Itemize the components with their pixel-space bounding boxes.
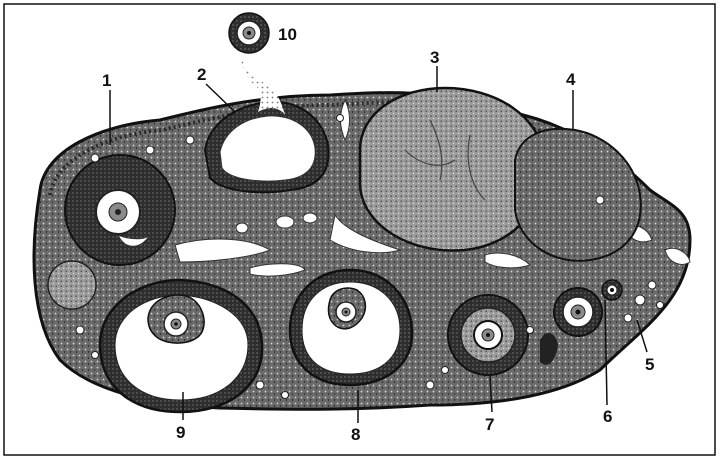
label-1: 1	[102, 71, 111, 90]
label-10: 10	[278, 25, 297, 44]
label-9: 9	[176, 423, 185, 442]
label-3: 3	[430, 48, 439, 67]
label-7: 7	[485, 415, 494, 434]
antral-follicle-9	[100, 280, 262, 412]
growing-follicle-7	[448, 295, 528, 375]
label-4: 4	[566, 70, 576, 89]
secondary-follicle-8	[290, 270, 412, 385]
label-8: 8	[351, 425, 360, 444]
label-5: 5	[645, 355, 654, 374]
label-6: 6	[603, 407, 612, 426]
label-2: 2	[197, 65, 206, 84]
